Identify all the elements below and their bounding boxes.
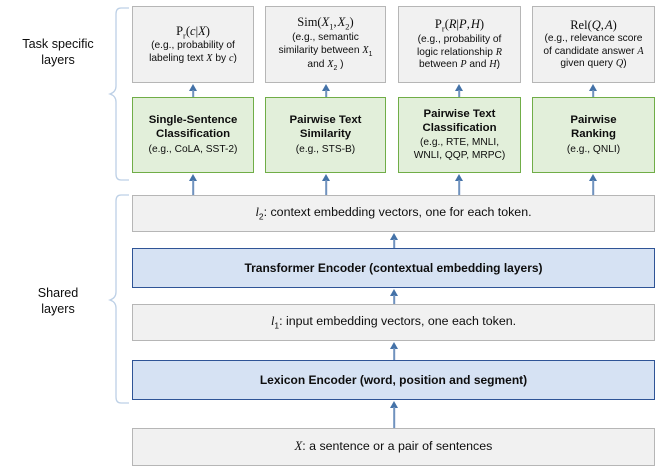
task-box-heading: Pairwise Text Classification bbox=[422, 107, 497, 134]
side-label-task-specific-line1: Task specific bbox=[22, 37, 94, 51]
arrow-task-to-output-4 bbox=[588, 84, 598, 97]
arrow-input-to-lexicon bbox=[389, 401, 399, 428]
task-box-pairwise-text-similarity: Pairwise Text Similarity (e.g., STS-B) bbox=[265, 97, 386, 173]
output-box-desc: (e.g., semantic similarity between X1 an… bbox=[278, 32, 373, 73]
output-box-desc: (e.g., probability of labeling text X by… bbox=[149, 40, 237, 64]
side-label-task-specific-line2: layers bbox=[41, 53, 75, 68]
task-box-heading: Single-Sentence Classification bbox=[148, 113, 238, 140]
shared-box-label: l1: input embedding vectors, one each to… bbox=[270, 314, 517, 331]
side-label-shared-line2: layers bbox=[41, 302, 75, 317]
task-box-pairwise-text-classification: Pairwise Text Classification (e.g., RTE,… bbox=[398, 97, 521, 173]
task-box-examples: (e.g., QNLI) bbox=[566, 143, 621, 155]
output-box-desc: (e.g., probability of logic relationship… bbox=[417, 34, 502, 71]
output-box-pr-r-given-p-h: Pr(R|P, H) (e.g., probability of logic r… bbox=[398, 6, 521, 83]
bracket-shared bbox=[108, 194, 130, 406]
shared-box-lexicon-encoder: Lexicon Encoder (word, position and segm… bbox=[132, 360, 655, 400]
arrow-task-to-output-3 bbox=[454, 84, 464, 97]
arrow-l2-to-task-2 bbox=[321, 174, 331, 195]
bracket-task-specific bbox=[108, 7, 130, 183]
arrow-l2-to-task-3 bbox=[454, 174, 464, 195]
arrow-task-to-output-2 bbox=[321, 84, 331, 97]
output-box-title: Rel(Q, A) bbox=[570, 18, 617, 33]
output-box-title: Pr(c|X) bbox=[176, 23, 210, 41]
task-box-heading: Pairwise Ranking bbox=[570, 113, 617, 140]
task-box-single-sentence-classification: Single-Sentence Classification (e.g., Co… bbox=[132, 97, 254, 173]
shared-box-label: Lexicon Encoder (word, position and segm… bbox=[259, 372, 528, 387]
task-box-examples: (e.g., RTE, MNLI, WNLI, QQP, MRPC) bbox=[413, 137, 506, 161]
output-box-sim-x1-x2: Sim(X1, X2) (e.g., semantic similarity b… bbox=[265, 6, 386, 83]
output-box-rel-q-a: Rel(Q, A) (e.g., relevance score of cand… bbox=[532, 6, 655, 83]
arrow-l2-to-task-4 bbox=[588, 174, 598, 195]
arrow-lexicon-to-l1 bbox=[389, 342, 399, 360]
shared-box-transformer-encoder: Transformer Encoder (contextual embeddin… bbox=[132, 248, 655, 288]
task-box-examples: (e.g., STS-B) bbox=[295, 143, 356, 155]
shared-box-label: l2: context embedding vectors, one for e… bbox=[255, 205, 532, 222]
shared-box-l1-input-embedding: l1: input embedding vectors, one each to… bbox=[132, 304, 655, 341]
arrow-l1-to-transformer bbox=[389, 289, 399, 304]
side-label-task-specific: Task specific layers bbox=[6, 36, 110, 69]
shared-box-label: Transformer Encoder (contextual embeddin… bbox=[244, 260, 543, 275]
task-box-heading: Pairwise Text Similarity bbox=[289, 113, 362, 140]
shared-box-l2-context-embedding: l2: context embedding vectors, one for e… bbox=[132, 195, 655, 232]
task-box-pairwise-ranking: Pairwise Ranking (e.g., QNLI) bbox=[532, 97, 655, 173]
output-box-pr-c-given-x: Pr(c|X) (e.g., probability of labeling t… bbox=[132, 6, 254, 83]
side-label-shared: Shared layers bbox=[6, 285, 110, 318]
arrow-task-to-output-1 bbox=[188, 84, 198, 97]
output-box-title: Pr(R|P, H) bbox=[434, 17, 485, 34]
output-box-title: Sim(X1, X2) bbox=[297, 15, 354, 32]
task-box-examples: (e.g., CoLA, SST-2) bbox=[148, 143, 238, 155]
shared-box-label: X: a sentence or a pair of sentences bbox=[294, 439, 493, 454]
side-label-shared-line1: Shared bbox=[37, 286, 79, 300]
output-box-desc: (e.g., relevance score of candidate answ… bbox=[543, 33, 644, 70]
arrow-transformer-to-l2 bbox=[389, 233, 399, 248]
arrow-l2-to-task-1 bbox=[188, 174, 198, 195]
shared-box-input-x: X: a sentence or a pair of sentences bbox=[132, 428, 655, 466]
